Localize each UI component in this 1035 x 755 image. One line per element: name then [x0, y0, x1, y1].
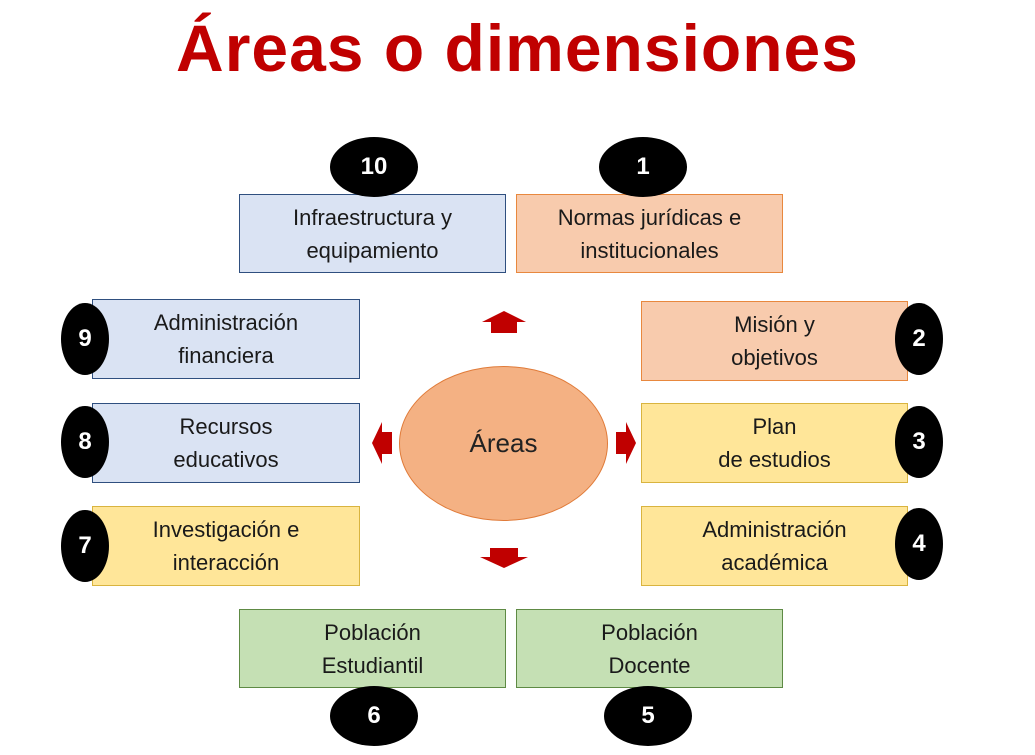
area-2-line2: objetivos	[731, 345, 818, 370]
area-10-number-badge: 10	[330, 137, 418, 197]
area-2-number-badge: 2	[895, 303, 943, 375]
area-9-line1: Administración	[153, 310, 299, 335]
area-9-line2: financiera	[178, 343, 274, 368]
area-10-line1: Infraestructura y	[293, 204, 452, 230]
area-6-line1: Población	[324, 619, 421, 645]
area-box-3: Plan de estudios	[641, 403, 908, 483]
area-box-7: Investigación e interacción	[92, 506, 360, 586]
area-6-line2: Estudiantil	[321, 652, 424, 678]
area-4-line1: Administración	[702, 517, 847, 542]
area-6-number-badge: 6	[330, 686, 418, 746]
arrow-left-icon	[372, 422, 392, 464]
area-box-4: Administración académica	[641, 506, 908, 586]
area-2-line1: Misión y	[734, 312, 815, 337]
area-box-10: Infraestructura y equipamiento	[239, 194, 506, 273]
area-9-number-badge: 9	[61, 303, 109, 375]
area-3-line1: Plan	[752, 414, 797, 439]
area-1-line2: institucionales	[580, 237, 719, 263]
area-box-9: Administración financiera	[92, 299, 360, 379]
center-ellipse: Áreas	[399, 366, 608, 521]
area-5-number-badge: 5	[604, 686, 692, 746]
area-box-6: Población Estudiantil	[239, 609, 506, 688]
arrow-right-icon	[616, 422, 636, 464]
area-3-number-badge: 3	[895, 406, 943, 478]
center-label: Áreas	[469, 428, 538, 458]
area-8-line1: Recursos	[179, 414, 273, 439]
area-box-8: Recursos educativos	[92, 403, 360, 483]
area-5-line1: Población	[601, 619, 698, 645]
area-5-line2: Docente	[608, 652, 691, 678]
area-box-2: Misión y objetivos	[641, 301, 908, 381]
area-8-line2: educativos	[173, 447, 279, 472]
area-box-5: Población Docente	[516, 609, 783, 688]
area-box-1: Normas jurídicas e institucionales	[516, 194, 783, 273]
arrow-down-icon	[480, 548, 528, 568]
page-title: Áreas o dimensiones	[176, 11, 859, 85]
area-7-line2: interacción	[172, 550, 280, 575]
area-10-line2: equipamiento	[306, 237, 439, 263]
area-1-line1: Normas jurídicas e	[557, 204, 742, 230]
area-1-number-badge: 1	[599, 137, 687, 197]
area-3-line2: de estudios	[718, 447, 831, 472]
area-7-number-badge: 7	[61, 510, 109, 582]
area-8-number-badge: 8	[61, 406, 109, 478]
area-4-line2: académica	[721, 550, 828, 575]
area-4-number-badge: 4	[895, 508, 943, 580]
arrow-up-icon	[482, 311, 526, 333]
area-7-line1: Investigación e	[152, 517, 300, 542]
